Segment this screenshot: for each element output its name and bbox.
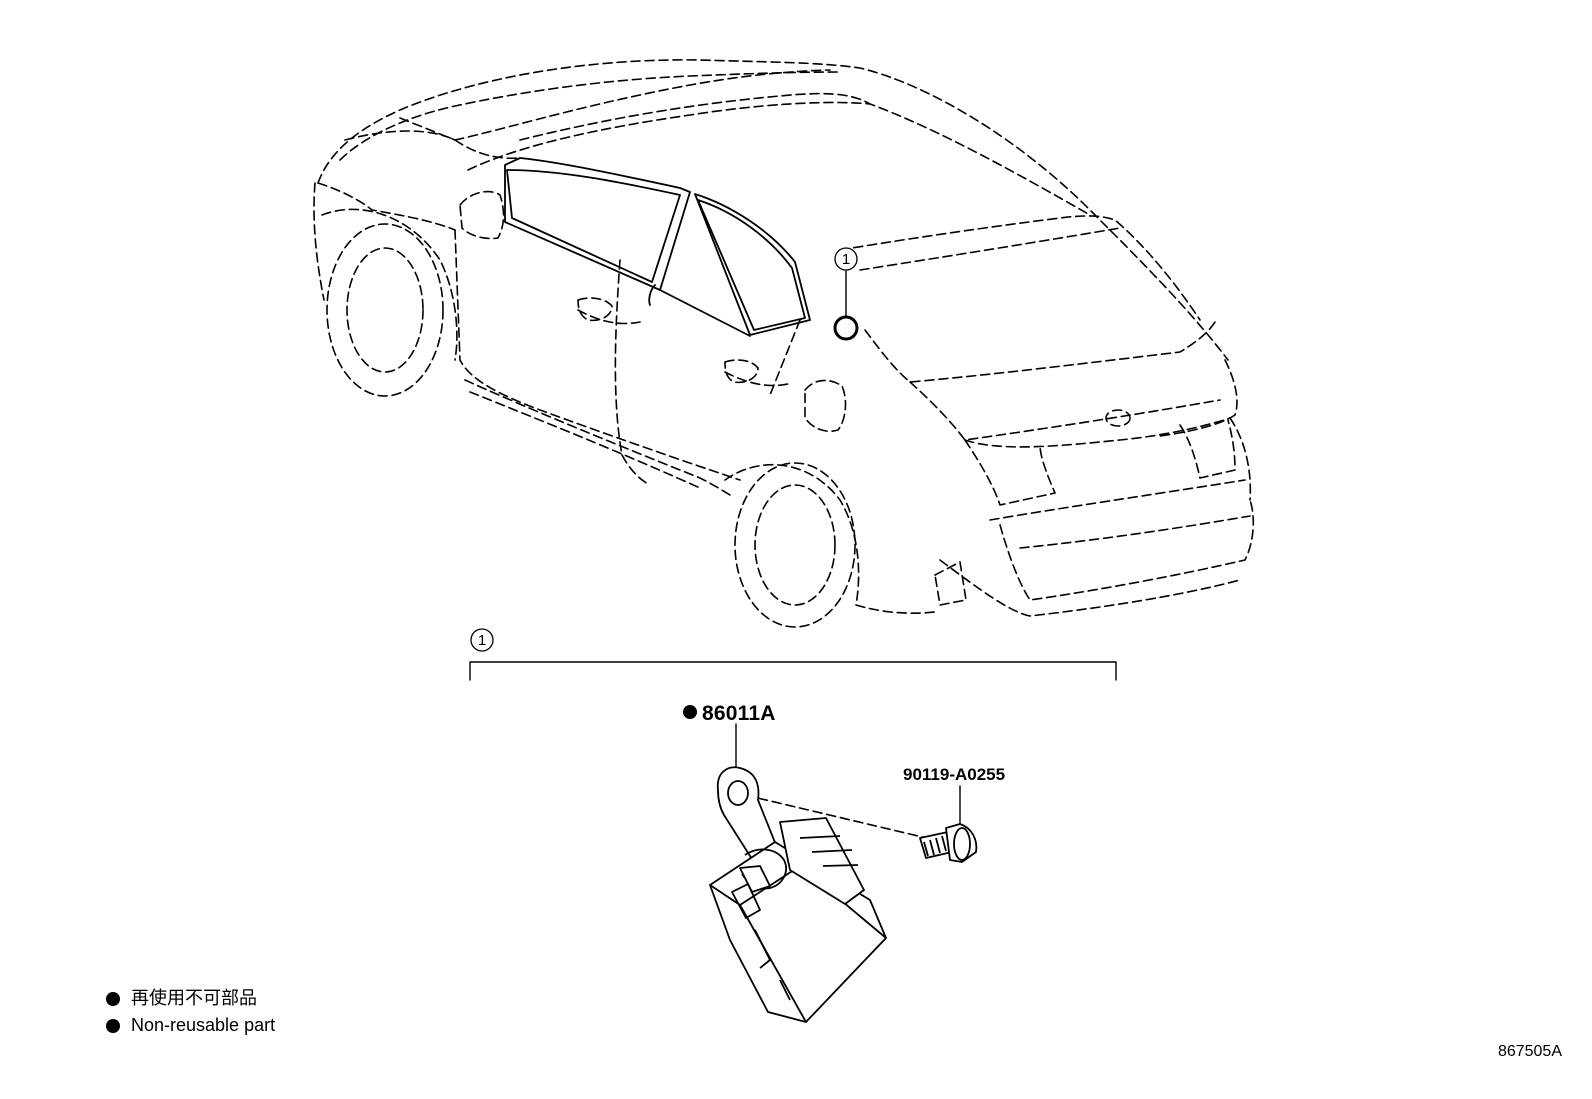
filled-circle-icon (683, 705, 697, 719)
svg-text:86011A: 86011A (702, 702, 776, 725)
svg-text:1: 1 (842, 251, 850, 268)
legend-row-en: Non-reusable part (106, 1012, 275, 1039)
sensor-part-label: 86011A (683, 702, 776, 725)
legend-row-jp: 再使用不可部品 (106, 985, 275, 1012)
vehicle-callout: 1 (834, 247, 858, 271)
legend-text-en: Non-reusable part (131, 1015, 276, 1035)
filled-circle-icon (106, 1018, 120, 1033)
sensor-part (709, 766, 887, 1023)
svg-text:1: 1 (478, 632, 486, 649)
group-bracket-line (469, 661, 1117, 681)
legend-text-jp: 再使用不可部品 (131, 988, 257, 1008)
sensor-location-marker (833, 315, 859, 341)
vehicle-outline (313, 59, 1255, 628)
figure-id: 867505A (1497, 1043, 1562, 1060)
window-frames (504, 157, 811, 337)
bolt-part-label: 90119-A0255 (903, 765, 1005, 784)
filled-circle-icon (106, 991, 120, 1006)
legend: 再使用不可部品 Non-reusable part (106, 985, 275, 1039)
bolt-assembly-line (744, 794, 936, 841)
bracket-callout: 1 (470, 628, 494, 652)
bolt-part (919, 823, 978, 863)
